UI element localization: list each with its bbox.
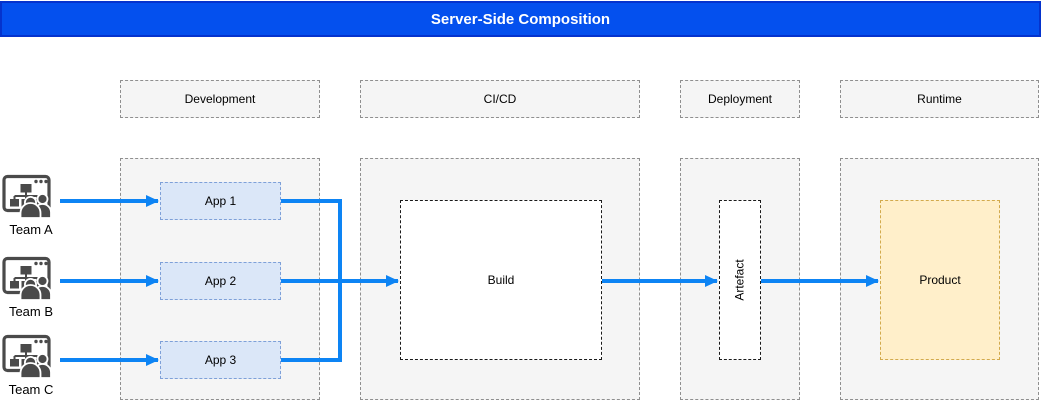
app-2-node: App 2 <box>160 262 281 300</box>
app-3-label: App 3 <box>204 353 237 367</box>
build-label: Build <box>487 273 515 287</box>
app-2-label: App 2 <box>204 274 237 288</box>
app-1-label: App 1 <box>204 194 237 208</box>
app-1-node: App 1 <box>160 182 281 220</box>
artefact-label: Artefact <box>733 259 748 301</box>
lane-header-cicd: CI/CD <box>360 80 640 118</box>
team-browser-sitemap-icon <box>2 334 52 378</box>
team-browser-sitemap-icon <box>2 256 52 300</box>
team-a-label: Team A <box>9 222 53 237</box>
build-node: Build <box>400 200 602 360</box>
lane-header-deployment: Deployment <box>680 80 800 118</box>
product-label: Product <box>919 273 961 287</box>
team-b-label: Team B <box>8 304 54 319</box>
lane-header-label: Development <box>184 92 256 106</box>
team-browser-sitemap-icon <box>2 174 52 218</box>
lane-header-label: CI/CD <box>483 92 517 106</box>
lane-header-runtime: Runtime <box>840 80 1039 118</box>
app-3-node: App 3 <box>160 341 281 379</box>
artefact-node: Artefact <box>719 200 761 360</box>
diagram-title-label: Server-Side Composition <box>430 10 611 28</box>
product-node: Product <box>880 200 1000 360</box>
lane-header-label: Runtime <box>917 92 962 106</box>
lane-header-label: Deployment <box>707 92 773 106</box>
diagram-title: Server-Side Composition <box>0 1 1041 37</box>
lane-header-development: Development <box>120 80 320 118</box>
team-c-label: Team C <box>8 382 54 397</box>
